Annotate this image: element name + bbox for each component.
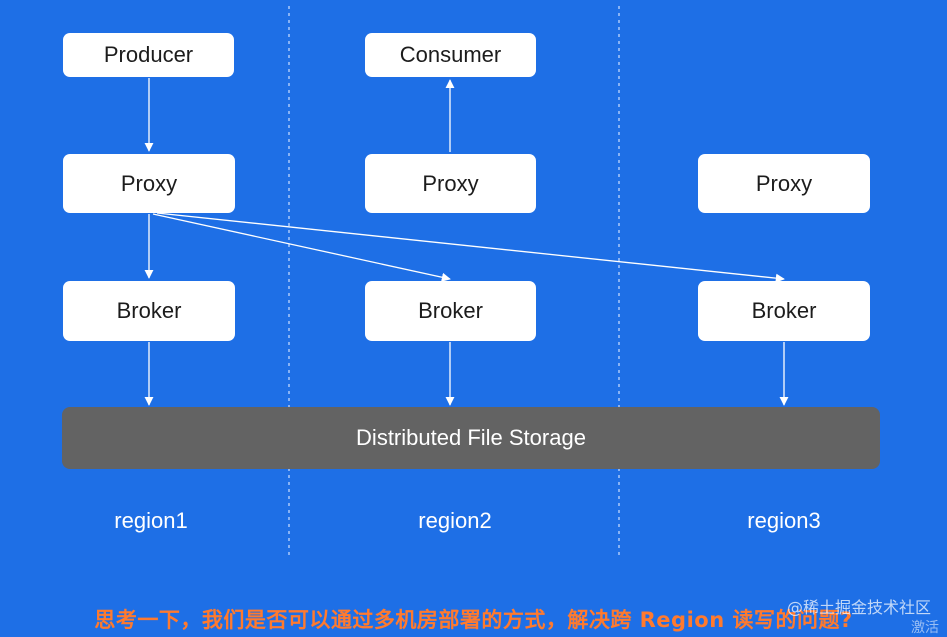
consumer-node: Consumer — [365, 33, 536, 77]
proxy-node-region3: Proxy — [698, 154, 870, 213]
producer-node: Producer — [63, 33, 234, 77]
activate-overlay-text: 激活 — [911, 620, 939, 636]
region-label-3: region3 — [747, 508, 821, 533]
broker-node-region3: Broker — [698, 281, 870, 341]
proxy-node-region1: Proxy — [63, 154, 235, 213]
proxy-node-region2: Proxy — [365, 154, 536, 213]
arrow-proxy1-to-broker3 — [156, 212, 785, 283]
region-label-2: region2 — [418, 508, 492, 533]
watermark-text: @稀土掘金技术社区 — [786, 598, 931, 617]
video-subtitle: 思考一下，我们是否可以通过多机房部署的方式，解决跨 Region 读写的问题? — [94, 608, 853, 632]
broker-node-region1: Broker — [63, 281, 235, 341]
region-label-1: region1 — [114, 508, 188, 533]
distributed-file-storage: Distributed File Storage — [62, 407, 880, 469]
arrow-proxy1-to-broker2 — [152, 213, 451, 282]
broker-node-region2: Broker — [365, 281, 536, 341]
